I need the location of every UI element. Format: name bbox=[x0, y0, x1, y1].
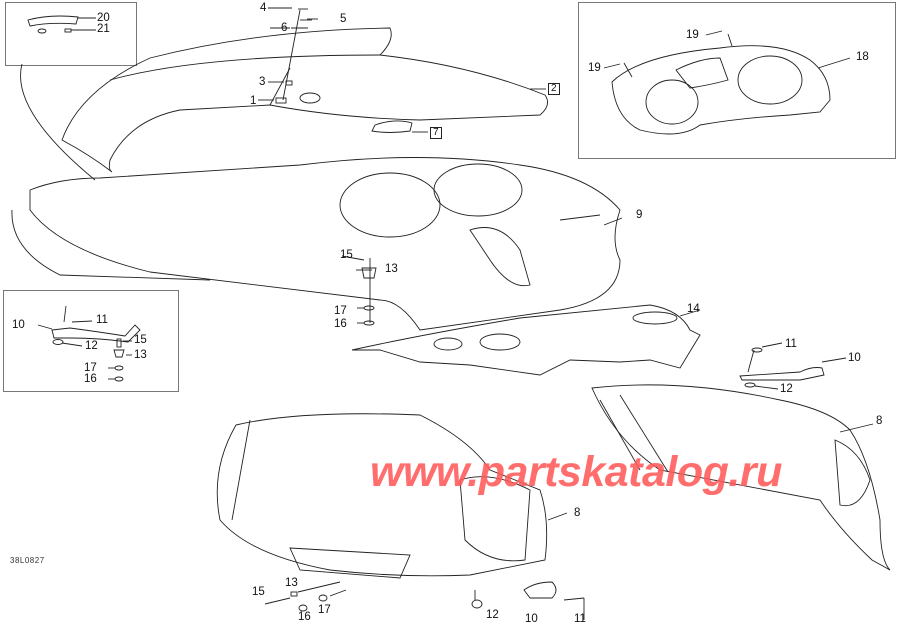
callout-7: 7 bbox=[430, 127, 442, 139]
callout-16b: 16 bbox=[84, 373, 97, 385]
callout-17c: 17 bbox=[318, 604, 331, 616]
callout-3: 3 bbox=[259, 76, 266, 88]
callout-12a: 12 bbox=[85, 340, 98, 352]
diagram-code: 38L0827 bbox=[10, 556, 45, 565]
callout-13c: 13 bbox=[285, 577, 298, 589]
callout-11a: 11 bbox=[96, 314, 108, 326]
callout-10b: 10 bbox=[848, 352, 861, 364]
callout-21: 21 bbox=[97, 23, 110, 35]
inset-handle-detail bbox=[3, 290, 179, 392]
callout-12c: 12 bbox=[486, 609, 499, 621]
callout-17a: 17 bbox=[334, 305, 347, 317]
callout-18: 18 bbox=[856, 51, 869, 63]
callout-2: 2 bbox=[548, 83, 560, 95]
callout-11c: 11 bbox=[574, 613, 586, 625]
callout-19a: 19 bbox=[588, 62, 601, 74]
callout-15b: 15 bbox=[134, 334, 147, 346]
inset-seal-detail bbox=[5, 2, 137, 66]
callout-15c: 15 bbox=[252, 586, 265, 598]
callout-6: 6 bbox=[281, 22, 288, 34]
callout-5: 5 bbox=[340, 13, 347, 25]
callout-13b: 13 bbox=[134, 349, 147, 361]
callout-19b: 19 bbox=[686, 29, 699, 41]
callout-14: 14 bbox=[687, 303, 700, 315]
callout-10a: 10 bbox=[12, 319, 25, 331]
watermark: www.partskatalog.ru bbox=[370, 448, 782, 496]
callout-20: 20 bbox=[97, 12, 110, 24]
callout-11b: 11 bbox=[785, 338, 797, 350]
callout-9: 9 bbox=[636, 209, 643, 221]
callout-13a: 13 bbox=[385, 263, 398, 275]
callout-16c: 16 bbox=[298, 611, 311, 623]
callout-1: 1 bbox=[250, 95, 257, 107]
callout-15a: 15 bbox=[340, 249, 353, 261]
inset-gauge-support bbox=[578, 2, 896, 159]
callout-12b: 12 bbox=[780, 383, 793, 395]
callout-10c: 10 bbox=[525, 613, 538, 625]
callout-8b: 8 bbox=[574, 507, 581, 519]
callout-4: 4 bbox=[260, 2, 267, 14]
callout-16a: 16 bbox=[334, 318, 347, 330]
callout-8a: 8 bbox=[876, 415, 883, 427]
callout-17b: 17 bbox=[84, 362, 97, 374]
